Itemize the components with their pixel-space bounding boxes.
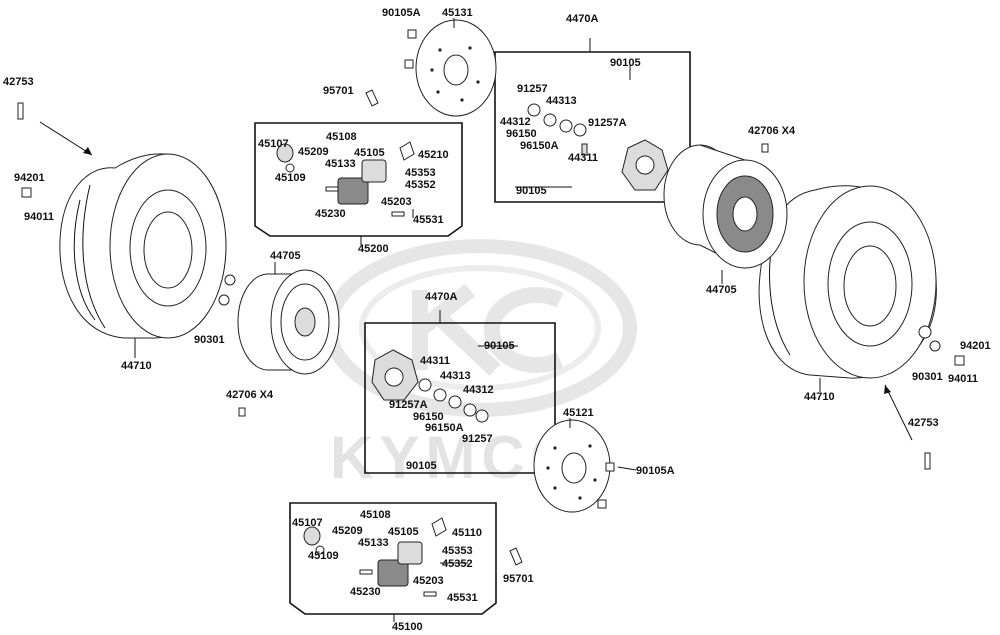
label-90301-right: 90301 [912, 371, 943, 383]
label-95701-top: 95701 [323, 85, 354, 97]
label-45131: 45131 [442, 7, 473, 19]
right-rim-44705 [663, 144, 788, 269]
lower-brake-caliper [303, 517, 447, 597]
lower-hub-assembly [371, 349, 489, 423]
label-42706-right: 42706 X4 [748, 125, 796, 137]
label-45133-b: 45133 [358, 537, 389, 549]
label-96150A-a: 96150A [520, 140, 559, 152]
upper-hub-assembly [527, 103, 669, 191]
caliper-group-box-45100 [289, 502, 497, 615]
label-90301-left: 90301 [194, 334, 225, 346]
label-45109-b: 45109 [308, 550, 339, 562]
label-45353-b: 45353 [442, 545, 473, 557]
label-42753-right: 42753 [908, 417, 939, 429]
caliper-group-box-45200 [254, 122, 463, 237]
label-45353-a: 45353 [405, 167, 436, 179]
label-4470A-mid: 4470A [425, 291, 457, 303]
left-rim-44705 [237, 269, 340, 375]
label-45352-a: 45352 [405, 179, 436, 191]
label-44311-a: 44311 [568, 152, 598, 164]
upper-brake-disc-45131 [415, 19, 497, 117]
label-45107-b: 45107 [292, 517, 323, 529]
label-45121: 45121 [563, 407, 594, 419]
label-96150A-b: 96150A [425, 422, 464, 434]
label-96150-b: 96150 [413, 411, 444, 423]
label-45109-a: 45109 [275, 172, 306, 184]
left-tire-44710 [59, 153, 227, 339]
label-44312-b: 44312 [463, 384, 494, 396]
label-90105-b: 90105 [516, 185, 547, 197]
label-45230-b: 45230 [350, 586, 381, 598]
label-94011-left: 94011 [24, 211, 54, 223]
label-45110: 45110 [452, 527, 482, 539]
label-90105-a: 90105 [610, 57, 641, 69]
label-45531-b: 45531 [447, 592, 478, 604]
label-44705-right: 44705 [706, 284, 737, 296]
leader-lines [39, 18, 913, 622]
label-44705-left: 44705 [270, 250, 301, 262]
label-44311-b: 44311 [420, 355, 450, 367]
label-44313-b: 44313 [440, 370, 471, 382]
label-45209-a: 45209 [298, 146, 329, 158]
label-90105-c: 90105 [484, 340, 515, 352]
label-45209-b: 45209 [332, 525, 363, 537]
label-45108-b: 45108 [360, 509, 391, 521]
label-94011-right: 94011 [948, 373, 978, 385]
right-tire-44710 [758, 185, 937, 379]
label-96150-a: 96150 [506, 128, 537, 140]
label-45100: 45100 [392, 621, 423, 633]
label-45200: 45200 [358, 243, 389, 255]
label-45108-a: 45108 [326, 131, 357, 143]
upper-brake-caliper [276, 141, 415, 217]
label-91257-a: 91257 [517, 83, 548, 95]
label-4470A-top: 4470A [566, 13, 598, 25]
label-44710-right: 44710 [804, 391, 835, 403]
label-94201-left: 94201 [14, 172, 45, 184]
label-45352-b: 45352 [442, 558, 473, 570]
label-42706-left: 42706 X4 [226, 389, 274, 401]
label-91257A-a: 91257A [588, 117, 627, 129]
part-labels: 90105A 45131 4470A 42753 95701 90105 912… [3, 7, 991, 633]
small-hardware [17, 29, 965, 566]
label-45230-a: 45230 [315, 208, 346, 220]
label-90105A-top: 90105A [382, 7, 421, 19]
label-95701-bottom: 95701 [503, 573, 534, 585]
label-45203-a: 45203 [381, 196, 412, 208]
label-45133-a: 45133 [325, 158, 356, 170]
label-45105-a: 45105 [354, 147, 385, 159]
label-90105A-bottom: 90105A [636, 465, 675, 477]
label-90105-d: 90105 [406, 460, 437, 472]
label-45531-a: 45531 [413, 214, 444, 226]
label-44710-left: 44710 [121, 360, 152, 372]
label-91257A-b: 91257A [389, 399, 428, 411]
label-45105-b: 45105 [388, 526, 419, 538]
label-94201-right: 94201 [960, 340, 991, 352]
label-44312-a: 44312 [500, 116, 531, 128]
lower-brake-disc-45121 [533, 419, 611, 513]
label-42753-left: 42753 [3, 76, 34, 88]
label-44313-a: 44313 [546, 95, 577, 107]
label-45210: 45210 [418, 149, 449, 161]
label-91257-b: 91257 [462, 433, 493, 445]
label-45107-a: 45107 [258, 138, 289, 150]
label-45203-b: 45203 [413, 575, 444, 587]
